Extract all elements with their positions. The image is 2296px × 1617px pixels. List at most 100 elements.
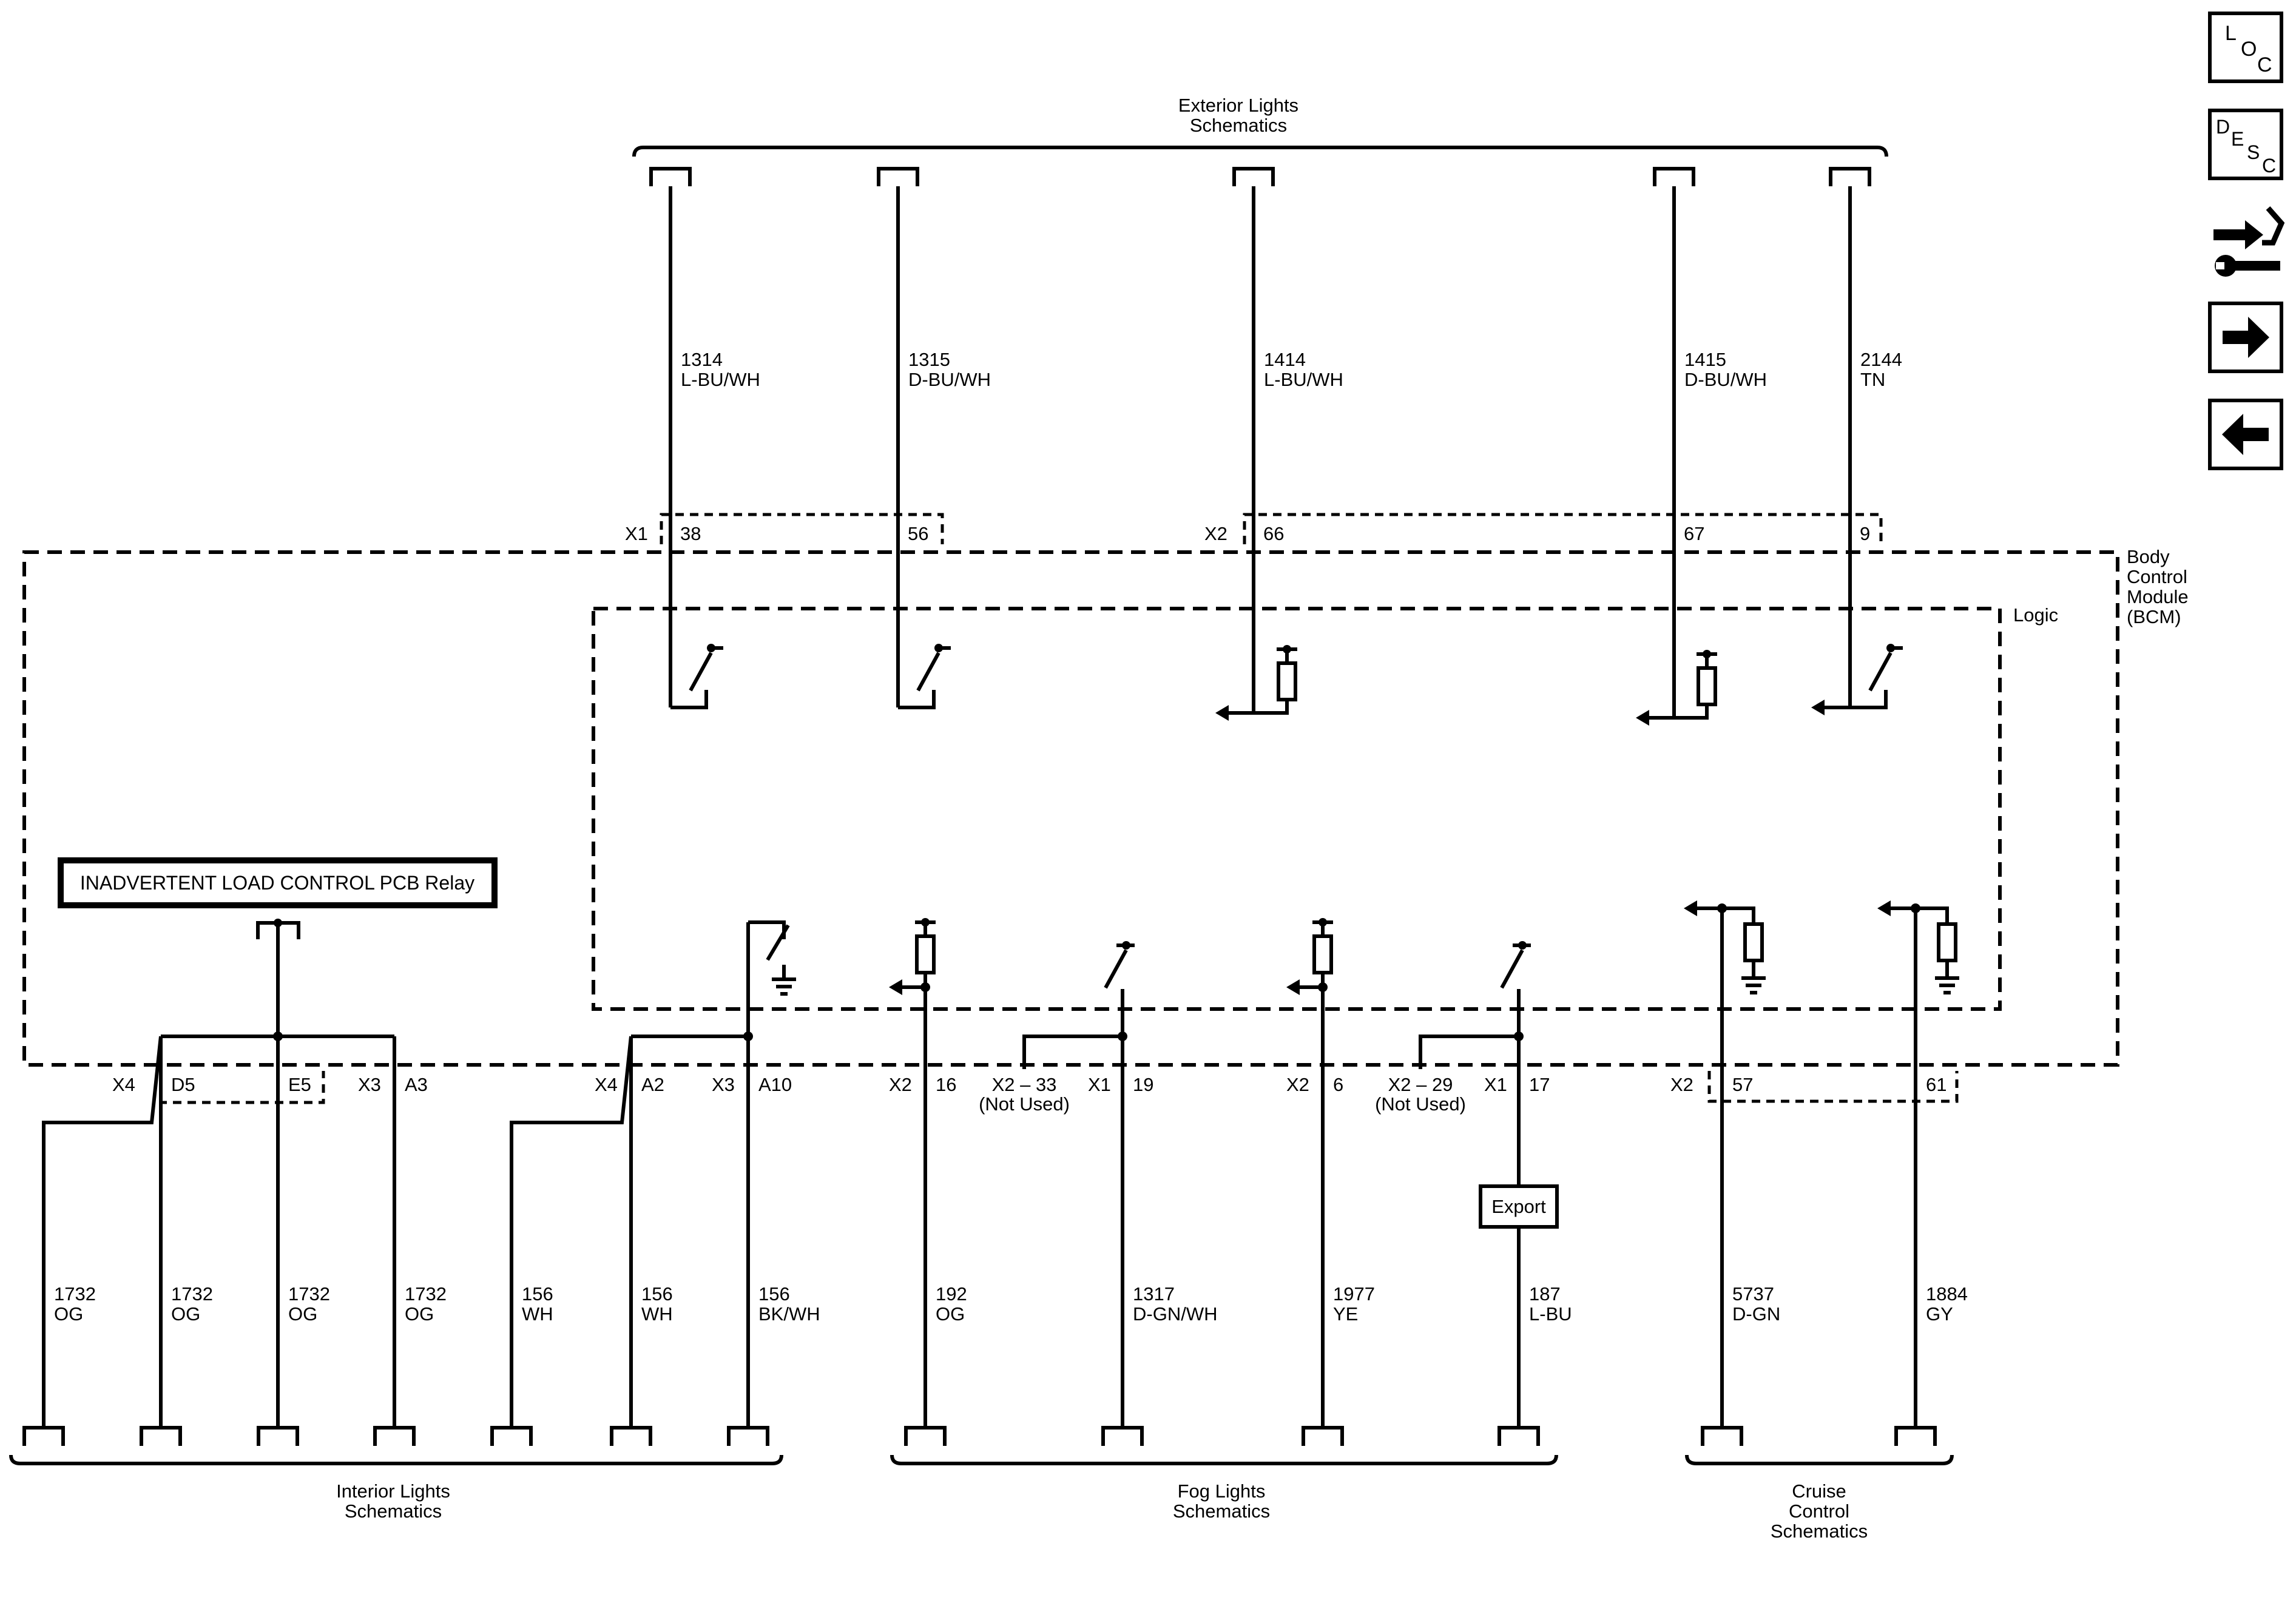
connector-x2-housing — [1243, 513, 1883, 544]
circuit-number: 1414 — [1264, 349, 1306, 370]
wire-color: WH — [522, 1303, 553, 1325]
exterior-group-title-1: Exterior Lights — [1178, 95, 1298, 116]
harness-connector — [1894, 1426, 1937, 1446]
harness-connector — [490, 1426, 533, 1446]
wire-color: BK/WH — [758, 1303, 820, 1325]
next-page-button[interactable] — [2208, 302, 2283, 373]
wire-color: L-BU — [1529, 1303, 1572, 1325]
connector-label: X2 — [1204, 523, 1227, 544]
bcm-name-line-4: (BCM) — [2127, 606, 2181, 627]
connector-label: X3 — [358, 1074, 381, 1095]
unused-pin-stub — [1419, 1035, 1519, 1069]
harness-connector — [610, 1426, 652, 1446]
svg-text:L: L — [2225, 22, 2237, 45]
cruise-group-title-2: Control — [1789, 1501, 1849, 1522]
pin-number: 66 — [1263, 523, 1284, 544]
bcm-module-box — [22, 550, 2119, 1067]
splice — [1118, 1031, 1127, 1041]
logic-switch — [1500, 941, 1531, 989]
harness-connector — [257, 1426, 299, 1446]
interior-group-title-2: Schematics — [345, 1501, 442, 1522]
svg-text:S: S — [2247, 141, 2260, 163]
logic-pulldown-resistor — [1684, 900, 1766, 994]
harness-connector — [649, 167, 692, 186]
connector-label: X2 — [1670, 1074, 1693, 1095]
pin-number: 17 — [1529, 1074, 1550, 1095]
interior-group-brace — [9, 1454, 783, 1465]
harness-connector — [1653, 167, 1695, 186]
circuit-number: 187 — [1529, 1283, 1561, 1305]
harness-connector — [877, 167, 919, 186]
wire-color: YE — [1333, 1303, 1358, 1325]
harness-connector — [1232, 167, 1275, 186]
unused-pin-note: (Not Used) — [1375, 1093, 1466, 1115]
circuit-number: 1732 — [171, 1283, 213, 1305]
connector-label: X1 — [625, 523, 648, 544]
pin-number: D5 — [171, 1074, 195, 1095]
connector-wrench-icon[interactable] — [2213, 206, 2285, 277]
logic-resistor — [1636, 650, 1717, 726]
connector-label: X4 — [112, 1074, 135, 1095]
previous-page-button[interactable] — [2208, 399, 2283, 470]
connector-label: X2 — [1286, 1074, 1309, 1095]
pin-number: 56 — [908, 523, 928, 544]
splice — [1514, 1031, 1524, 1041]
connector-label: X4 — [595, 1074, 618, 1095]
connector-label: X1 — [1088, 1074, 1111, 1095]
cruise-group-title-1: Cruise — [1792, 1480, 1846, 1502]
location-button[interactable]: L O C — [2208, 12, 2283, 83]
harness-connector — [22, 1426, 65, 1446]
harness-connector — [1829, 167, 1871, 186]
circuit-number: 1884 — [1926, 1283, 1968, 1305]
logic-resistor — [1215, 645, 1297, 721]
pcb-relay-box — [58, 857, 498, 908]
export-option-box — [1479, 1184, 1559, 1229]
unused-pin-note: (Not Used) — [979, 1093, 1070, 1115]
wire-156 — [510, 1036, 633, 1428]
logic-switch — [1811, 644, 1903, 715]
harness-connector — [1101, 1426, 1144, 1446]
pin-number: 57 — [1732, 1074, 1753, 1095]
svg-text:D: D — [2216, 116, 2230, 138]
circuit-number: 156 — [522, 1283, 553, 1305]
wire-color: GY — [1926, 1303, 1953, 1325]
pin-number: 9 — [1860, 523, 1870, 544]
circuit-number: 1315 — [908, 349, 950, 370]
description-button[interactable]: D E S C — [2208, 109, 2283, 180]
logic-resistor — [889, 918, 936, 995]
export-option-label: Export — [1491, 1196, 1546, 1217]
wire-color: TN — [1860, 369, 1885, 390]
logic-switch — [898, 644, 951, 709]
pin-number: 19 — [1133, 1074, 1153, 1095]
cruise-group-title-3: Schematics — [1771, 1521, 1868, 1542]
connector-x2-housing — [1707, 1071, 1959, 1103]
wire-color: WH — [641, 1303, 673, 1325]
unused-pin-stub — [1022, 1035, 1123, 1069]
pin-number: A3 — [405, 1074, 428, 1095]
ground-switch — [748, 920, 796, 996]
circuit-number: 1317 — [1133, 1283, 1175, 1305]
wire-color: D-BU/WH — [1684, 369, 1767, 390]
circuit-number: 1314 — [681, 349, 723, 370]
circuit-number: 5737 — [1732, 1283, 1774, 1305]
wire-color: OG — [54, 1303, 83, 1325]
arrow-right-icon — [2223, 317, 2269, 358]
fog-group-brace — [890, 1454, 1558, 1465]
wire-color: OG — [936, 1303, 965, 1325]
connector-label: X3 — [712, 1074, 735, 1095]
circuit-number: 1415 — [1684, 349, 1726, 370]
unused-pin-ref: X2 – 33 — [992, 1074, 1057, 1095]
connector-label: X1 — [1484, 1074, 1507, 1095]
pin-number: 61 — [1926, 1074, 1947, 1095]
harness-connector — [904, 1426, 947, 1446]
logic-pulldown-resistor — [1877, 900, 1959, 994]
circuit-number: 156 — [641, 1283, 673, 1305]
pin-number: 6 — [1333, 1074, 1343, 1095]
circuit-number: 2144 — [1860, 349, 1902, 370]
harness-connector — [1302, 1426, 1344, 1446]
exterior-group-brace — [632, 146, 1888, 157]
harness-connector — [727, 1426, 769, 1446]
logic-switch — [1104, 941, 1135, 989]
bcm-name-line-3: Module — [2127, 586, 2189, 607]
